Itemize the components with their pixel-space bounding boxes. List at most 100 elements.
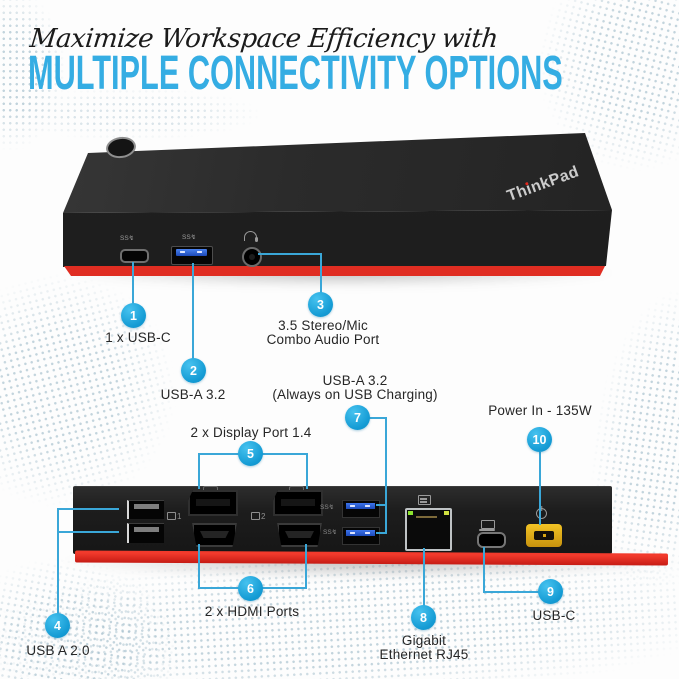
audio-jack-hole (249, 254, 255, 260)
callout-circle-9: 9 (538, 579, 563, 604)
callout3-label: 3.5 Stereo/Mic Combo Audio Port (243, 319, 403, 347)
usb3-blue-tongue (346, 503, 375, 509)
callout-circle-6: 6 (238, 576, 263, 601)
callout7-line-h (369, 417, 387, 419)
usb3-contact (350, 532, 355, 534)
callout3-line-v (320, 253, 322, 294)
callout9-number: 9 (547, 584, 554, 599)
callout7-label-line1: USB-A 3.2 (322, 373, 388, 388)
callout-circle-8: 8 (411, 605, 436, 630)
callout4-tick-top (57, 508, 119, 510)
callout5-bracket-right (306, 453, 308, 489)
callout-circle-5: 5 (238, 441, 263, 466)
callout1-label: 1 x USB-C (78, 331, 198, 345)
usb2-tongue (134, 527, 159, 532)
usb3-blue-tongue (346, 530, 375, 536)
dots-under-title (0, 88, 260, 140)
callout2-label-text: USB-A 3.2 (160, 387, 226, 402)
callout7-line-v (385, 417, 387, 534)
callout8-label-line1: Gigabit (401, 633, 447, 648)
rear-rj45-port (405, 508, 452, 551)
usb-ss-charging-icon: SS↯ (182, 234, 197, 241)
callout9-label: USB-C (494, 609, 614, 623)
callout3-label-line2: Combo Audio Port (266, 332, 380, 347)
callout7-tick-top (376, 504, 387, 506)
power-slot (534, 531, 554, 540)
callout8-label-line2: Ethernet RJ45 (379, 647, 469, 662)
callout-circle-3: 3 (308, 292, 333, 317)
rear-usb2-port-top (127, 500, 164, 519)
callout8-line (423, 548, 425, 606)
power-icon (536, 508, 547, 519)
callout4-label-text: USB A 2.0 (26, 643, 90, 658)
display-group2-icon: 2 (251, 512, 265, 521)
group1-number: 1 (177, 512, 182, 521)
rear-hdmi-port-2 (277, 523, 322, 547)
callout6-label-text: 2 x HDMI Ports (204, 604, 300, 619)
callout6-label: 2 x HDMI Ports (172, 605, 332, 619)
callout10-number: 10 (532, 432, 547, 447)
callout4-label: USB A 2.0 (8, 644, 108, 658)
callout-circle-10: 10 (527, 427, 552, 452)
callout9-label-text: USB-C (532, 608, 576, 623)
callout5-bracket-left (198, 453, 200, 489)
callout10-label-text: Power In - 135W (488, 403, 592, 418)
callout4-line (57, 508, 59, 615)
callout7-tick-bottom (376, 532, 387, 534)
usb-ss-icon: SS↯ (120, 235, 135, 242)
power-pin (542, 534, 546, 537)
callout9-line-h (483, 591, 540, 593)
rear-power-port (526, 524, 562, 547)
usb3-contact (350, 505, 355, 507)
usb3-contact (365, 505, 370, 507)
usba-contact (180, 251, 185, 253)
ethernet-icon (418, 495, 431, 505)
callout1-number: 1 (130, 308, 137, 323)
rear-dp-port-1 (188, 490, 238, 516)
callout1-label-text: 1 x USB-C (105, 330, 171, 345)
callout3-number: 3 (317, 297, 324, 312)
callout-circle-2: 2 (181, 358, 206, 383)
callout7-label: USB-A 3.2 (Always on USB Charging) (265, 374, 445, 402)
rear-usb3-port-top (342, 500, 380, 518)
usb3-contact (365, 532, 370, 534)
rear-usb3-port-bottom (342, 527, 380, 545)
callout2-line (192, 263, 194, 360)
callout10-line (539, 452, 541, 525)
dp-slot (196, 499, 230, 506)
callout6-number: 6 (247, 581, 254, 596)
callout5-label-text: 2 x Display Port 1.4 (190, 425, 312, 440)
rear-usbc-port (477, 532, 506, 548)
callout6-bracket-right (305, 544, 307, 589)
callout4-number: 4 (54, 618, 61, 633)
callout6-bracket-left (198, 544, 200, 589)
callout8-number: 8 (420, 610, 427, 625)
page-title: MULTIPLE CONNECTIVITY OPTIONS (28, 47, 563, 100)
usb-ss-icon: SS↯ (323, 529, 338, 536)
usb-ss-icon: SS↯ (320, 504, 335, 511)
rear-usb2-port-bottom (127, 523, 164, 543)
rj45-led-right (444, 511, 449, 515)
dp-slot (281, 499, 315, 506)
front-usbc-port (120, 249, 149, 263)
callout4-tick-bottom (57, 531, 119, 533)
hdmi-slot (285, 531, 314, 538)
callout3-line-h (258, 253, 322, 255)
usba-blue-tongue (176, 249, 207, 256)
laptop-charging-icon (479, 520, 495, 531)
callout1-line (132, 262, 134, 304)
rj45-pins (416, 516, 437, 518)
rj45-led-left (408, 511, 413, 515)
callout7-label-line2: (Always on USB Charging) (272, 387, 438, 402)
callout2-label: USB-A 3.2 (133, 388, 253, 402)
callout10-label: Power In - 135W (460, 404, 620, 418)
callout8-label: Gigabit Ethernet RJ45 (344, 634, 504, 662)
usba-contact (197, 251, 202, 253)
dots-top-left (0, 0, 65, 150)
display-group1-icon: 1 (167, 512, 181, 521)
callout3-label-line1: 3.5 Stereo/Mic (278, 318, 368, 333)
callout-circle-1: 1 (121, 303, 146, 328)
